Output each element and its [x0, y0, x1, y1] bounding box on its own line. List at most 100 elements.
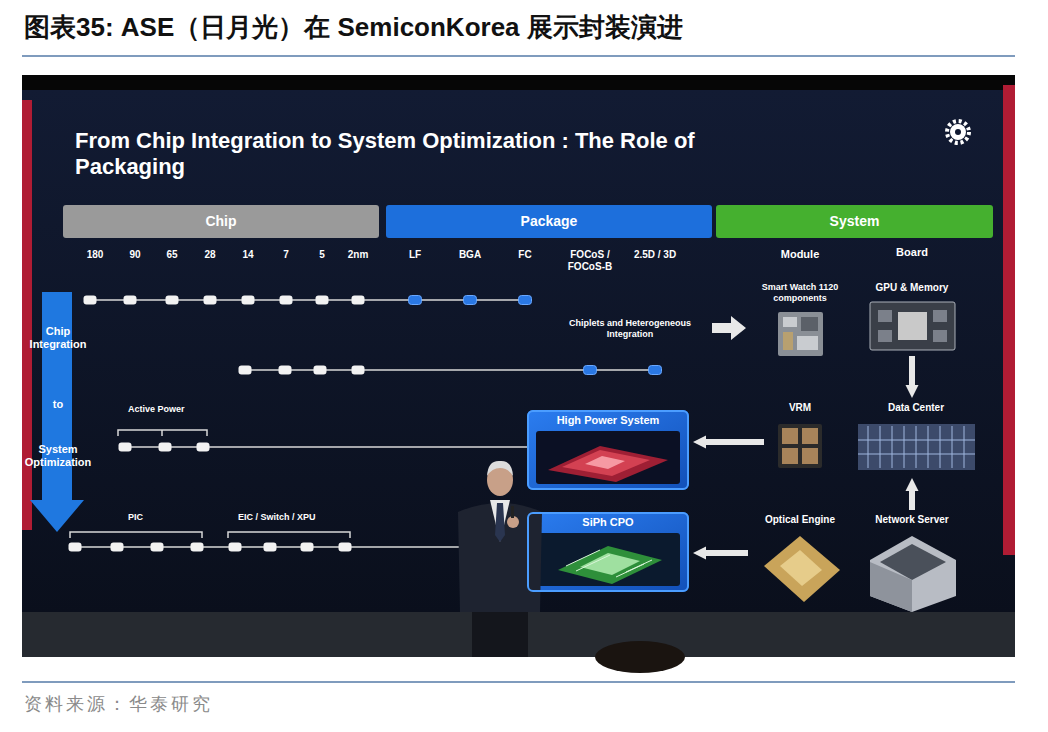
- node-dot: [409, 296, 422, 305]
- chip-illustration: [562, 450, 650, 476]
- bar-label: Package: [386, 205, 712, 238]
- stage-bar: Package: [386, 205, 712, 238]
- speaker: [487, 461, 513, 476]
- node-size: 65: [154, 249, 190, 261]
- board-illustration: [933, 330, 947, 342]
- node-dot: [280, 296, 293, 305]
- speaker: [490, 500, 510, 542]
- item-label: Optical Engine: [752, 514, 848, 526]
- vrm-illustration: [802, 428, 818, 444]
- node-size: 2nm: [340, 249, 376, 261]
- node-dot: [151, 543, 164, 552]
- flow-connector: [706, 439, 764, 445]
- package-type: 2.5D / 3D: [624, 249, 686, 261]
- module-illustration: [801, 317, 818, 331]
- vrm-illustration: [782, 448, 798, 464]
- package-type: FOCoS / FOCoS-B: [560, 249, 620, 273]
- node-dot: [301, 543, 314, 552]
- node-dot: [204, 296, 217, 305]
- audience-head: [595, 641, 685, 673]
- logo: [950, 124, 966, 140]
- node-dot: [239, 366, 252, 375]
- speaker: [458, 503, 542, 612]
- arrow-label: Chip Integration: [20, 325, 96, 351]
- timeline: [90, 299, 525, 301]
- package-type: BGA: [450, 249, 490, 261]
- logo: [955, 129, 961, 135]
- node-dot: [352, 296, 365, 305]
- node-dot: [119, 443, 132, 452]
- panel-screen: [536, 533, 680, 586]
- caption-rule: [22, 681, 1015, 683]
- timeline-dots: [584, 366, 662, 375]
- chip-illustration: [585, 456, 625, 469]
- logo: [947, 121, 969, 143]
- flow-note: Chiplets and Heterogeneous Integration: [555, 318, 705, 340]
- node-size: 90: [117, 249, 153, 261]
- figure-title: 图表35: ASE（日月光）在 SemiconKorea 展示封装演进: [24, 12, 683, 43]
- server-illustration: [870, 536, 956, 612]
- item-label: VRM: [768, 402, 832, 414]
- package-panel: SiPh CPO: [527, 512, 689, 592]
- node-dot: [124, 296, 137, 305]
- node-dot: [229, 543, 242, 552]
- title-rule: [22, 55, 1015, 57]
- flow-connector: [909, 356, 915, 385]
- node-dot: [84, 296, 97, 305]
- system-level: Module: [765, 248, 835, 261]
- module-illustration: [783, 332, 793, 350]
- node-size: 5: [304, 249, 340, 261]
- node-dot: [264, 543, 277, 552]
- node-size: 7: [268, 249, 304, 261]
- block-arrow: [712, 316, 746, 340]
- cpo-illustration: [566, 550, 652, 577]
- node-dot: [111, 543, 124, 552]
- group-label: EIC / Switch / XPU: [238, 512, 348, 523]
- node-dot: [649, 366, 662, 375]
- timeline-dots: [119, 443, 210, 452]
- node-dot: [166, 296, 179, 305]
- system-level: Board: [877, 246, 947, 259]
- node-dot: [159, 443, 172, 452]
- cpo-illustration: [558, 546, 662, 584]
- node-dot: [519, 296, 532, 305]
- timeline-dots: [239, 366, 365, 375]
- vrm-illustration: [782, 428, 798, 444]
- panel-fill: [527, 512, 689, 592]
- node-size: 28: [192, 249, 228, 261]
- stage-bar: Chip: [63, 205, 379, 238]
- node-dot: [197, 443, 210, 452]
- node-dot: [339, 543, 352, 552]
- panel-title: High Power System: [529, 412, 687, 427]
- bracket: [118, 430, 207, 436]
- datacenter-illustration: [858, 424, 975, 470]
- node-dot: [464, 296, 477, 305]
- module-illustration: [783, 317, 797, 327]
- optical-illustration: [780, 550, 822, 586]
- timeline: [125, 446, 527, 448]
- system-item: VRM: [768, 402, 832, 474]
- item-label: Data Center: [852, 402, 980, 414]
- system-item: GPU & Memory: [862, 282, 962, 352]
- photo-frame: [22, 75, 1015, 657]
- item-label: Smart Watch 1120 components: [748, 282, 852, 304]
- vrm-illustration: [802, 448, 818, 464]
- flow-connector: [706, 550, 748, 556]
- bar-label: Chip: [63, 205, 379, 238]
- stage-curtain: [1003, 85, 1015, 555]
- arrow-label: to: [38, 398, 78, 411]
- timeline-dots: [409, 296, 532, 305]
- node-dot: [242, 296, 255, 305]
- optical-illustration: [764, 536, 840, 602]
- board-illustration: [878, 330, 892, 342]
- vrm-illustration: [778, 424, 822, 468]
- module-illustration: [797, 336, 818, 350]
- board-illustration: [878, 310, 892, 322]
- panel-screen: [536, 431, 680, 484]
- group-label: Active Power: [128, 404, 218, 415]
- chip-illustration: [548, 446, 668, 482]
- slide-heading: From Chip Integration to System Optimiza…: [75, 128, 715, 181]
- system-item: Smart Watch 1120 components: [748, 282, 852, 360]
